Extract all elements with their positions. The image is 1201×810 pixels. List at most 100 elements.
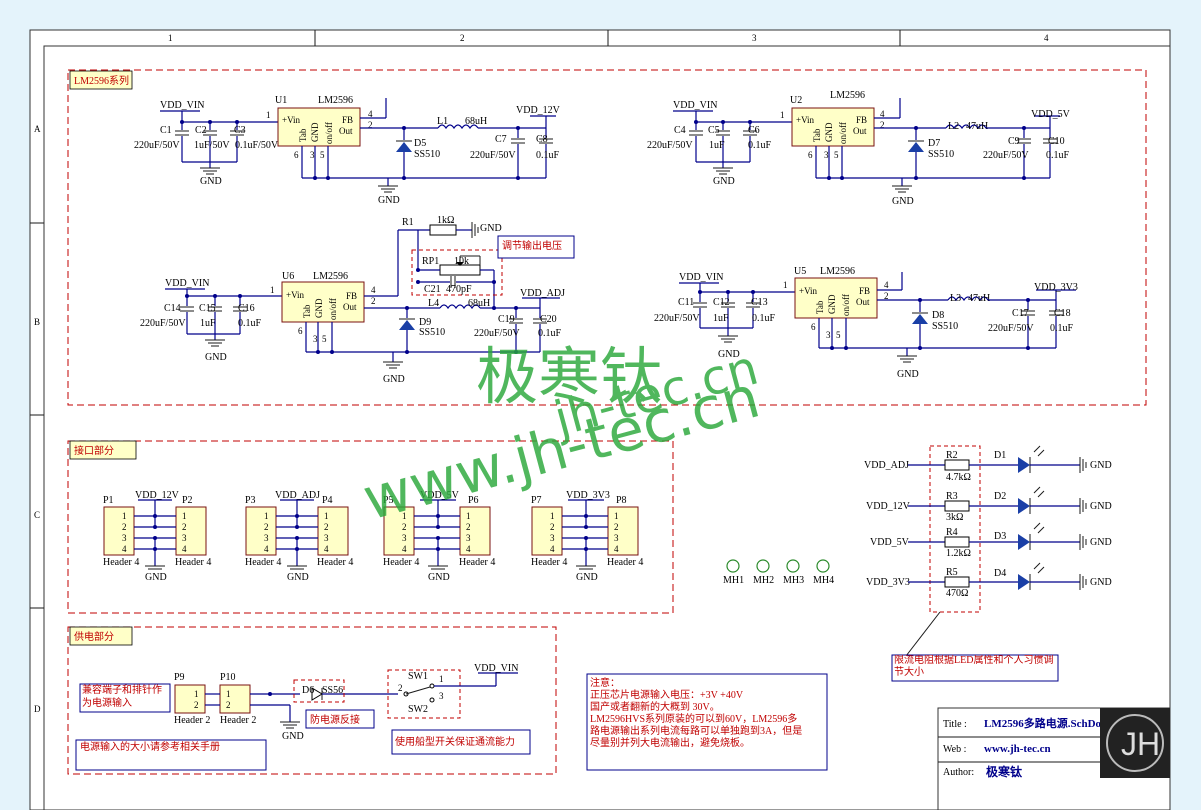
led-resistor-highlight [929, 445, 981, 613]
section-title: 接口部分 [74, 444, 114, 457]
ref-d4: D4 [994, 568, 1006, 579]
value-d8: SS510 [932, 321, 958, 332]
ref-l4: L4 [428, 298, 439, 309]
value-c15: 1uF [200, 318, 216, 329]
ref-r5: R5 [946, 567, 958, 578]
pin-num: 5 [834, 150, 839, 160]
header-p2 [175, 506, 207, 556]
svg-text:2: 2 [194, 700, 199, 710]
ref-d7: D7 [928, 138, 940, 149]
led-d3 [1018, 534, 1030, 550]
regulator-u5-3v3: VDD_VIN GND C11 C12 C13 220uF/50V 1uF 0.… [654, 266, 1078, 380]
gnd-label: GND [282, 731, 304, 742]
pin-num: 4 [371, 285, 376, 295]
svg-text:1: 1 [194, 689, 199, 699]
led-indicators: VDD_ADJ R2 4.7kΩ D1 GND VDD_12V R3 3kΩ D… [864, 445, 1112, 682]
note-line: 国产或者翻新的大概到 30V。 [590, 700, 720, 713]
value-c7: 220uF/50V [470, 150, 516, 161]
ref-c16: C16 [238, 303, 255, 314]
value-c12: 1uF [713, 313, 729, 324]
row-label: C [34, 510, 40, 520]
value-c18: 0.1uF [1050, 323, 1074, 334]
ref-c15: C15 [199, 303, 216, 314]
author-label: Author: [943, 767, 974, 778]
value-l2: 47uH [966, 121, 988, 132]
ref-d9: D9 [419, 317, 431, 328]
reverse-highlight [293, 679, 345, 703]
ref-c17: C17 [1012, 308, 1029, 319]
section-tag-power: 供电部分 [69, 626, 133, 646]
pin-fb: FB [342, 115, 353, 125]
header-p5 [383, 506, 415, 556]
gnd-label: GND [200, 176, 222, 187]
svg-text:4: 4 [614, 544, 619, 554]
v12-label: VDD_12V [516, 105, 561, 116]
resistor-r1 [429, 224, 457, 236]
pin-num: 6 [298, 326, 303, 336]
ref-c14: C14 [164, 303, 181, 314]
column-label: 1 [168, 33, 173, 43]
value-d9: SS510 [419, 327, 445, 338]
gnd-label: GND [145, 572, 167, 583]
svg-text:4: 4 [466, 544, 471, 554]
pin-num: 3 [313, 334, 318, 344]
value-c19: 220uF/50V [474, 328, 520, 339]
value-c8: 0.1uF [536, 150, 560, 161]
ref-p8: P8 [616, 495, 627, 506]
pin-tab: Tab [298, 128, 308, 142]
svg-text:3: 3 [466, 533, 471, 543]
svg-text:3: 3 [324, 533, 329, 543]
vin-label: VDD_VIN [673, 100, 717, 111]
svg-text:2: 2 [122, 522, 127, 532]
value-c14: 220uF/50V [140, 318, 186, 329]
note-switch: 使用船型开关保证通流能力 [395, 735, 515, 748]
value-c2: 1uF/50V [194, 140, 230, 151]
pin-num: 1 [266, 110, 271, 120]
net-label: VDD_ADJ [275, 490, 320, 501]
led-d2 [1018, 498, 1030, 514]
pin-out: Out [856, 297, 870, 307]
svg-text:4: 4 [182, 544, 187, 554]
value-l4: 68uH [468, 298, 490, 309]
gnd-label: GND [428, 572, 450, 583]
mounting-holes: MH1 MH2 MH3 MH4 [723, 559, 834, 586]
pin-gnd: GND [824, 122, 834, 142]
svg-text:2: 2 [550, 522, 555, 532]
ref-c21: C21 [424, 284, 441, 295]
value-c6: 0.1uF [748, 140, 772, 151]
svg-text:1: 1 [122, 511, 127, 521]
switch-contact-icon [429, 697, 435, 703]
v5-label: VDD_5V [1031, 109, 1071, 120]
note-line: 尽量别并列大电流输出，避免烧板。 [590, 736, 750, 749]
value-p7: Header 4 [531, 557, 567, 568]
ref-d8: D8 [932, 310, 944, 321]
ref-p6: P6 [468, 495, 479, 506]
ref-p1: P1 [103, 495, 114, 506]
part-u6: LM2596 [313, 271, 348, 282]
resistor-r3 [944, 500, 970, 512]
svg-text:4: 4 [324, 544, 329, 554]
adjust-highlight [411, 249, 503, 296]
ref-u5: U5 [794, 266, 806, 277]
ref-u2: U2 [790, 95, 802, 106]
value-l3: 47uH [968, 293, 990, 304]
value-d6: SS56 [322, 685, 343, 696]
switch-contact-icon [429, 683, 435, 689]
watermark-brand: 极寒钛 [476, 340, 662, 413]
pin-out: Out [343, 302, 357, 312]
value-c4: 220uF/50V [647, 140, 693, 151]
note-terminal: 兼容端子和排针作为电源输入 [82, 685, 162, 709]
svg-text:2: 2 [324, 522, 329, 532]
mounting-hole-icon [816, 559, 830, 573]
section-title: LM2596系列 [74, 74, 129, 87]
gnd-label: GND [576, 572, 598, 583]
regulator-u1-12v: VDD_VIN GND C1 C2 C3 220uF/50V 1uF/50V 0… [134, 95, 561, 206]
svg-text:1: 1 [439, 674, 444, 684]
input-size-note: 电源输入的大小请参考相关手册 [75, 739, 267, 771]
header-p3 [245, 506, 277, 556]
part-u5: LM2596 [820, 266, 855, 277]
vin-label: VDD_VIN [160, 100, 204, 111]
pin-num: 1 [780, 110, 785, 120]
pin-tab: Tab [815, 300, 825, 314]
